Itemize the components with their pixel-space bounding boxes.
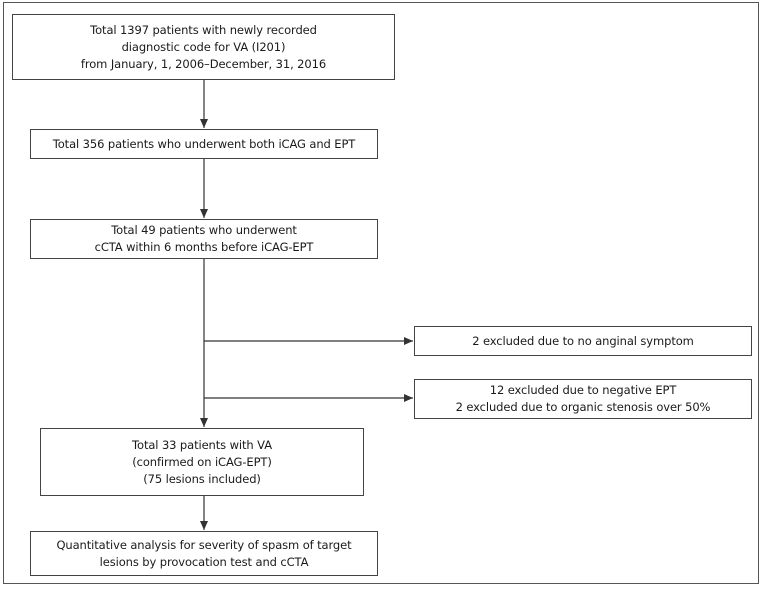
box-icag-ept-line1: Total 356 patients who underwent both iC… bbox=[52, 136, 356, 151]
box-initial-line3: from January, 1, 2006–December, 31, 2016 bbox=[80, 56, 327, 71]
box-quantitative-analysis: Quantitative analysis for severity of sp… bbox=[30, 531, 378, 576]
box-ccta-patients: Total 49 patients who underwent cCTA wit… bbox=[30, 219, 378, 259]
box-ccta-line2: cCTA within 6 months before iCAG-EPT bbox=[94, 240, 314, 254]
box-analysis-line1: Quantitative analysis for severity of sp… bbox=[56, 537, 352, 552]
box-va-line1: Total 33 patients with VA bbox=[132, 437, 272, 452]
diagram-frame bbox=[3, 2, 759, 584]
box-exclusion-symptom: 2 excluded due to no anginal symptom bbox=[414, 326, 752, 356]
box-va-patients: Total 33 patients with VA (confirmed on … bbox=[40, 428, 364, 496]
box-analysis-line2: lesions by provocation test and cCTA bbox=[99, 554, 309, 569]
box-icag-ept-patients: Total 356 patients who underwent both iC… bbox=[30, 129, 378, 159]
box-initial-line2: diagnostic code for VA (I201) bbox=[121, 39, 286, 54]
box-initial-patients: Total 1397 patients with newly recorded … bbox=[12, 14, 395, 80]
box-ccta-line1: Total 49 patients who underwent bbox=[111, 223, 297, 237]
box-initial-line1: Total 1397 patients with newly recorded bbox=[90, 22, 317, 37]
box-va-line3: (75 lesions included) bbox=[143, 471, 261, 486]
box-exclusion-ept-stenosis: 12 excluded due to negative EPT 2 exclud… bbox=[414, 379, 752, 419]
box-exclusion-ept-line1: 12 excluded due to negative EPT bbox=[489, 383, 677, 397]
box-va-line2: (confirmed on iCAG-EPT) bbox=[132, 454, 272, 469]
box-exclusion-ept-line2: 2 excluded due to organic stenosis over … bbox=[455, 400, 711, 414]
box-exclusion-symptom-line1: 2 excluded due to no anginal symptom bbox=[472, 333, 694, 348]
